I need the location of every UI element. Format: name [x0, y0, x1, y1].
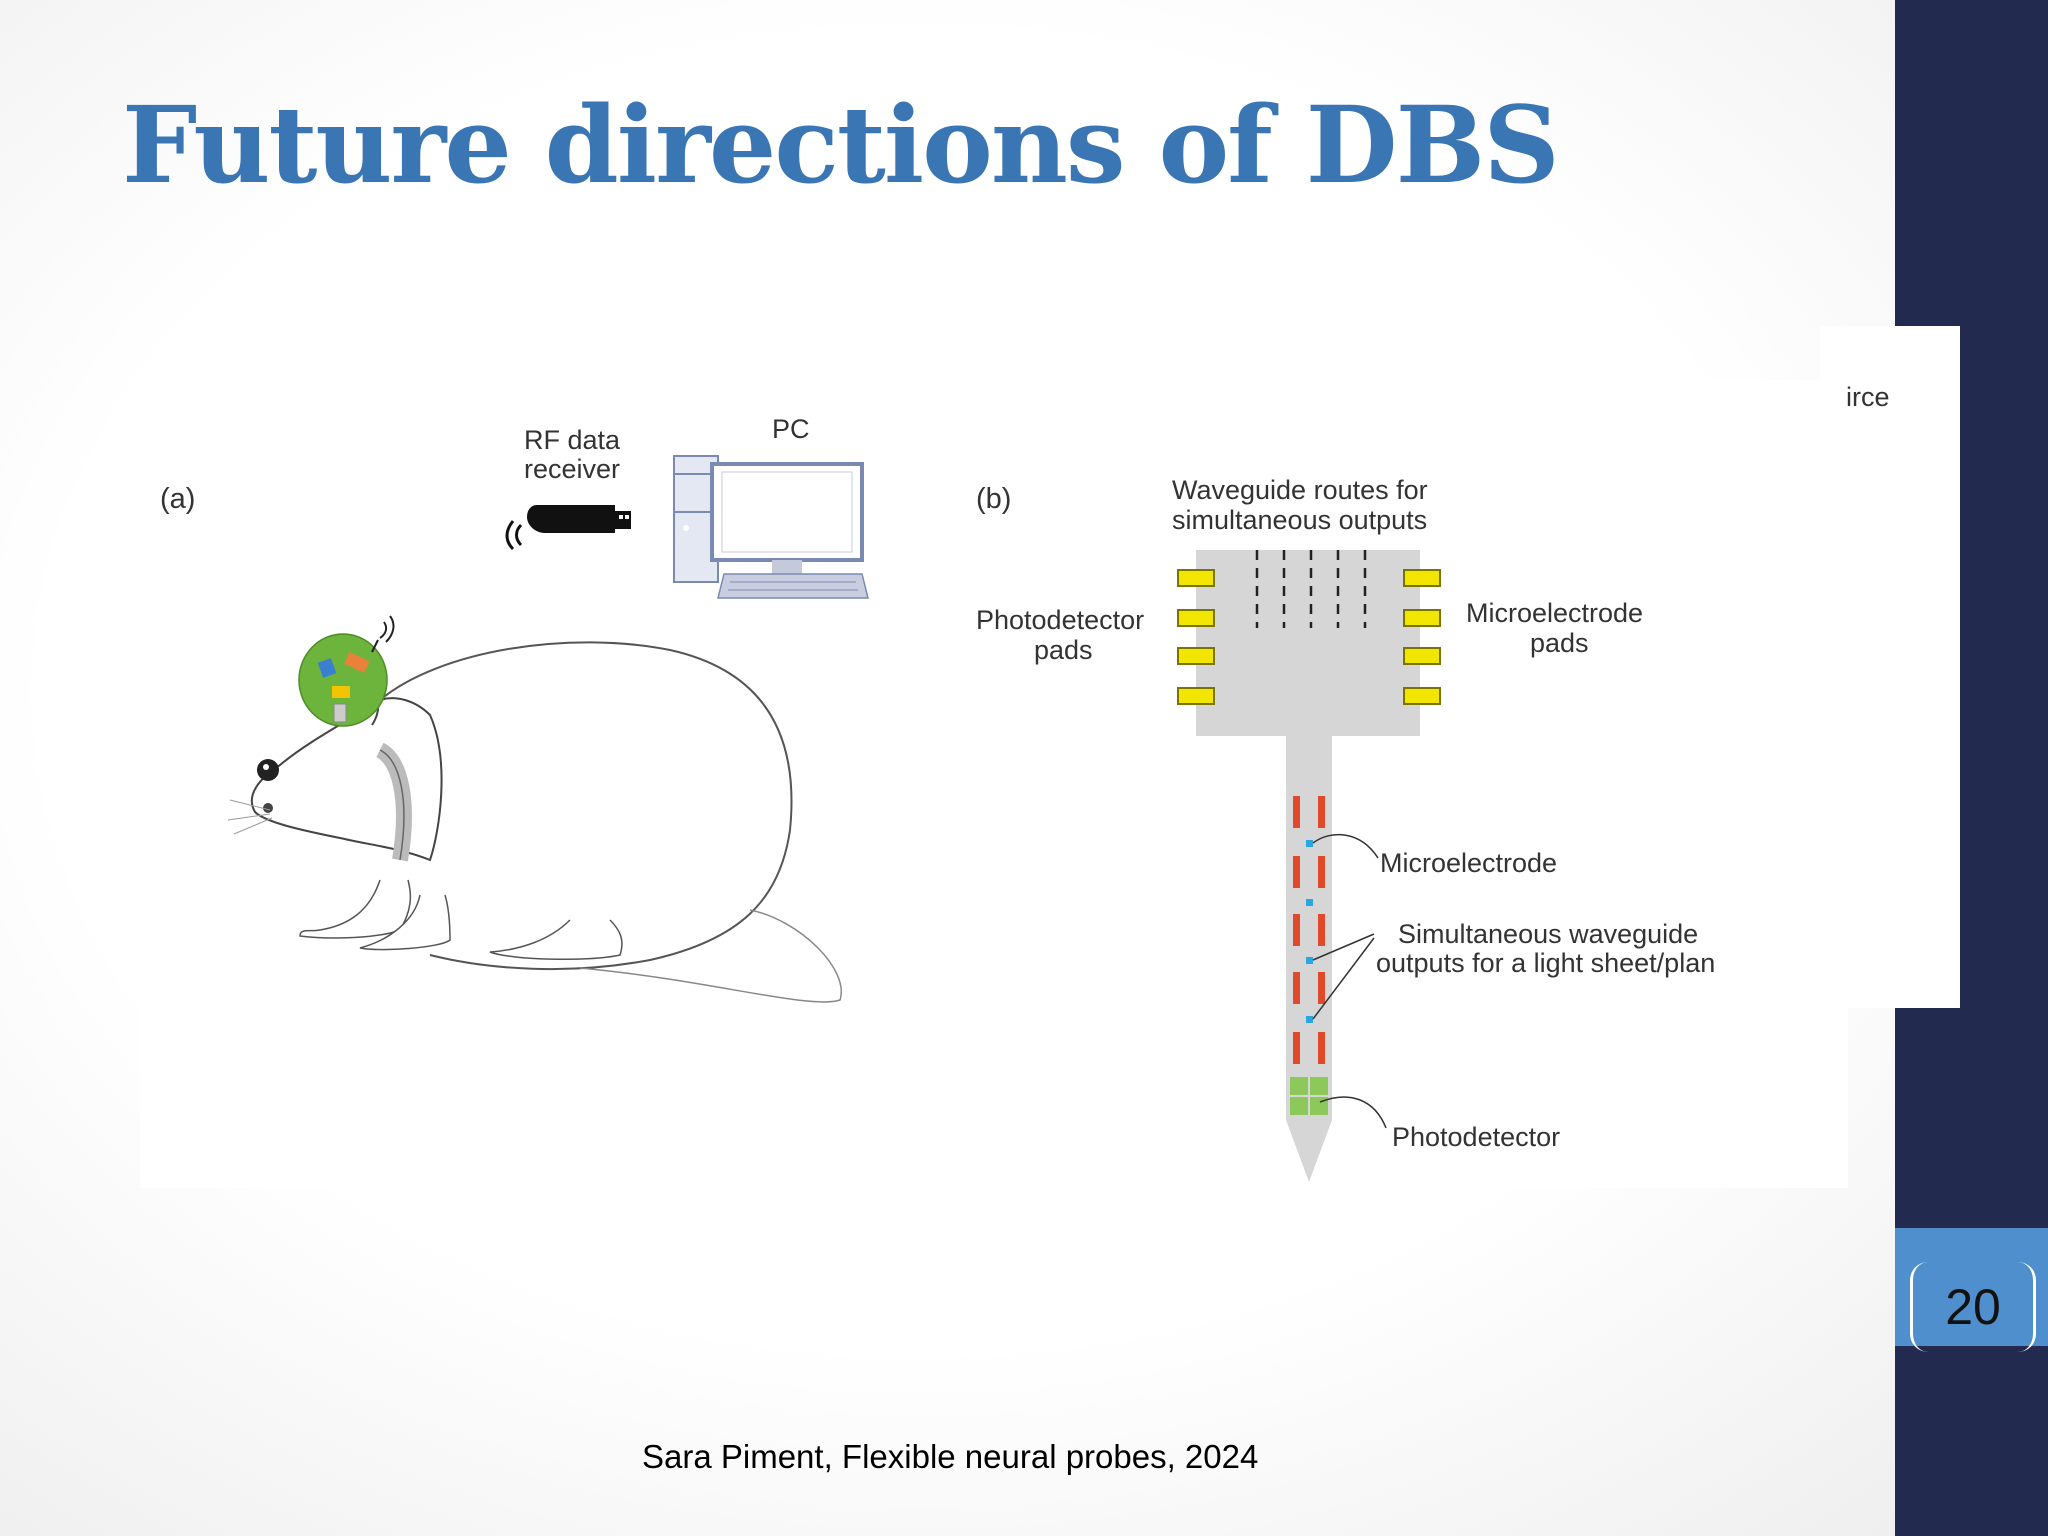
waveguide-routes-label-line1: Waveguide routes for: [1172, 475, 1428, 505]
photodetector-label: Photodetector: [1392, 1122, 1561, 1152]
photodetector-pads-label-line1: Photodetector: [976, 605, 1145, 635]
page-number-box: [1895, 1228, 2048, 1346]
pc-icon: [673, 455, 869, 599]
pc-label: PC: [772, 414, 810, 444]
rat-illustration: [227, 615, 843, 1003]
waveguide-outputs-label-line1: Simultaneous waveguide: [1398, 919, 1699, 949]
microelectrode-pad: [1403, 687, 1441, 705]
photodetector-pad: [1177, 609, 1215, 627]
page-number-bracket: [1910, 1262, 2036, 1352]
neural-probe-diagram: [1177, 550, 1441, 1182]
microelectrode-pad: [1403, 569, 1441, 587]
microelectrode-label: Microelectrode: [1380, 848, 1558, 878]
photodetector-pads-label-line2: pads: [1034, 635, 1093, 665]
rf-receiver-icon: [505, 505, 631, 551]
waveguide-outputs-label-line2: outputs for a light sheet/plan: [1376, 948, 1716, 978]
slide-title: Future directions of DBS: [122, 82, 1560, 207]
page-number: 20: [1945, 1279, 2001, 1335]
microelectrode-pad: [1403, 647, 1441, 665]
microelectrode-pads-label-line2: pads: [1530, 628, 1589, 658]
photodetector-pad: [1177, 569, 1215, 587]
waveguide-routes-label-line2: simultaneous outputs: [1172, 505, 1428, 535]
photodetector-pad: [1177, 647, 1215, 665]
figure-b-label: (b): [976, 483, 1012, 515]
figure-a-label: (a): [160, 483, 196, 515]
slide-credit: Sara Piment, Flexible neural probes, 202…: [642, 1438, 1259, 1475]
microelectrode-pad: [1403, 609, 1441, 627]
microelectrode-pads-label-line1: Microelectrode: [1466, 598, 1644, 628]
photodetector-pad: [1177, 687, 1215, 705]
figure-background-cropped: [1820, 326, 1960, 1008]
rf-receiver-label-line1: RF data: [524, 425, 621, 455]
cropped-label: irce: [1846, 382, 1890, 412]
rf-receiver-label-line2: receiver: [524, 454, 621, 484]
